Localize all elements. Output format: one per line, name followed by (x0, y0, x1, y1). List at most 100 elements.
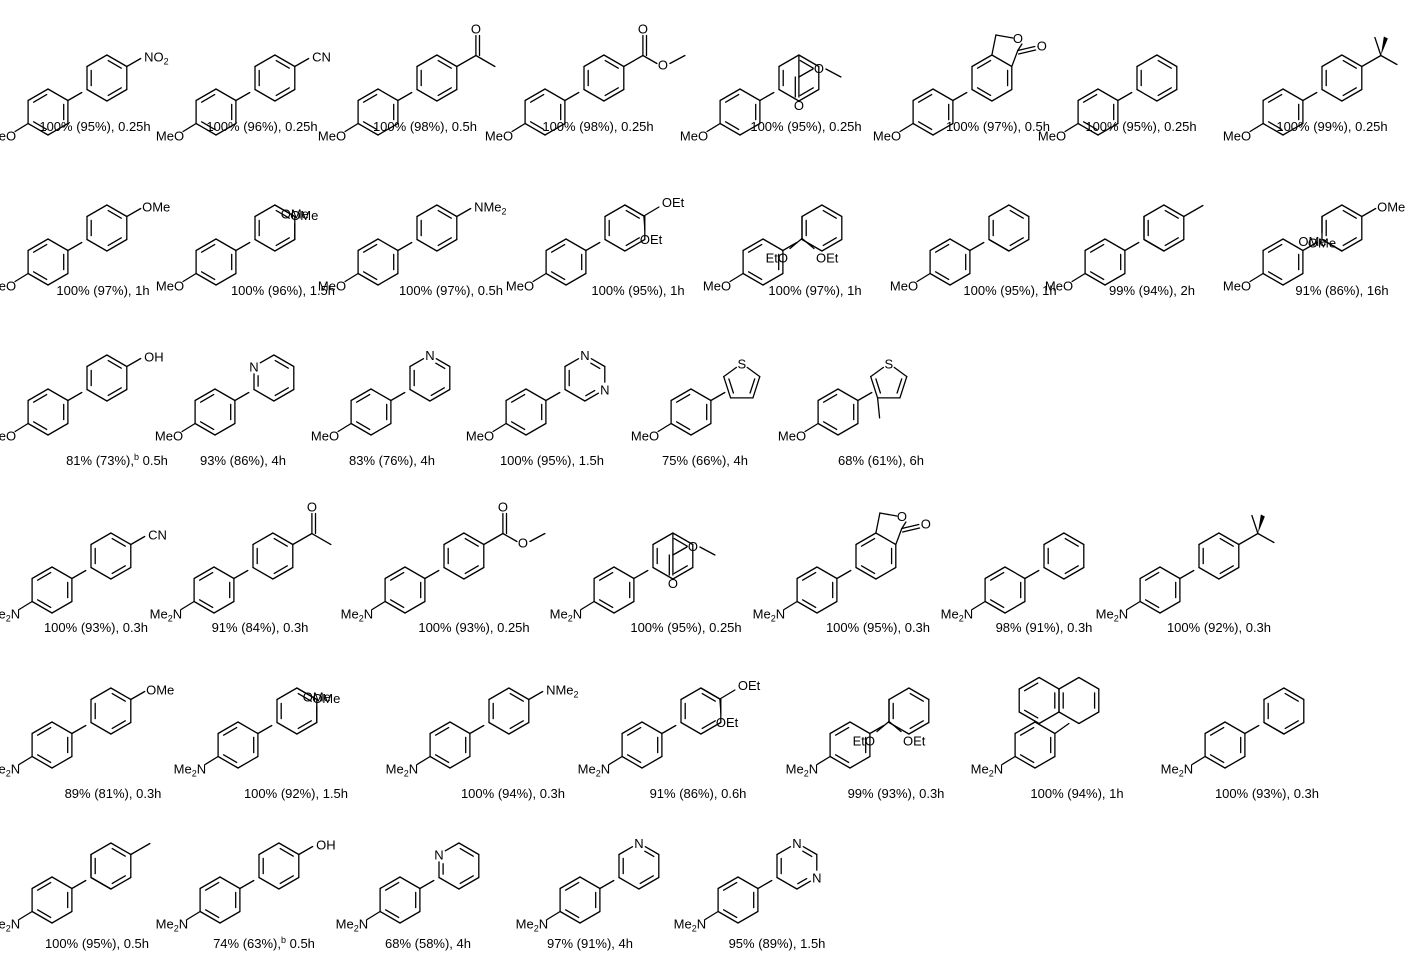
double-bond (509, 720, 524, 730)
bond (1262, 238, 1284, 252)
bond (717, 910, 739, 924)
bond (746, 366, 761, 378)
bond (86, 54, 108, 68)
bond (1043, 566, 1065, 580)
bond (215, 88, 237, 102)
bond (618, 876, 640, 890)
bond (1008, 204, 1030, 218)
double-bond (32, 271, 48, 281)
bond (817, 388, 839, 402)
donor-bond (18, 600, 33, 611)
bond (429, 755, 451, 769)
double-bond (36, 754, 52, 764)
ethoxy-label: OEt (816, 251, 839, 266)
bond (870, 375, 879, 399)
donor-bond (1249, 272, 1264, 283)
bond (272, 566, 294, 580)
bond (194, 388, 216, 402)
sulfur-label: S (737, 357, 746, 372)
bond (875, 566, 897, 580)
double-bond (625, 237, 640, 247)
bond (932, 88, 954, 102)
aryl-bond (71, 879, 87, 890)
bond (1156, 54, 1178, 68)
bond (1104, 272, 1126, 286)
bond (1018, 711, 1040, 725)
methoxy-label: OMe (312, 691, 340, 706)
double-bond (917, 93, 933, 103)
methoxy-label: OMe (1308, 236, 1336, 251)
bond (1321, 204, 1343, 218)
heteroatom-label: N (600, 383, 609, 398)
bond (90, 687, 112, 701)
bond (274, 238, 296, 252)
bond (106, 238, 128, 252)
bond (1136, 54, 1158, 68)
methoxy-label: MeO (311, 429, 339, 444)
bond (278, 876, 300, 890)
double-bond (1267, 121, 1283, 131)
dimethylamino-label: Me2N (578, 762, 610, 779)
bond (1262, 272, 1284, 286)
bond (525, 388, 547, 402)
double-bond (355, 393, 371, 403)
oxygen-label: O (897, 509, 907, 524)
double-bond (1284, 692, 1299, 702)
double-bond (917, 121, 933, 131)
bond (971, 88, 993, 102)
double-bond (510, 393, 526, 403)
double-bond (701, 692, 716, 702)
bond (1156, 88, 1178, 102)
methoxy-label: MeO (703, 279, 731, 294)
methoxy-label: MeO (1038, 129, 1066, 144)
bond (110, 566, 132, 580)
donor-bond (916, 272, 931, 283)
double-bond (107, 387, 122, 397)
oxygen-label: O (921, 517, 931, 532)
yield-caption: 100% (96%), 1.5h (231, 283, 335, 298)
bond (545, 238, 567, 252)
bond (31, 721, 53, 735)
methoxy-label: MeO (318, 129, 346, 144)
methoxy-label: MeO (0, 279, 16, 294)
bond (458, 876, 480, 890)
heteroatom-label: N (634, 836, 643, 851)
double-bond (1209, 754, 1225, 764)
bond (643, 206, 660, 217)
bond (870, 366, 885, 378)
bond (273, 354, 295, 368)
donor-bond (704, 910, 719, 921)
dimethylamino-label: Me2N (753, 607, 785, 624)
yield-caption: 97% (91%), 4h (547, 936, 633, 951)
bond (1063, 532, 1085, 546)
bond (789, 237, 803, 250)
hydroxy-label: OH (316, 838, 336, 853)
double-bond (36, 726, 52, 736)
dimethylamino-label: Me2N (786, 762, 818, 779)
methoxy-label: OMe (1298, 234, 1326, 249)
bond (213, 600, 235, 614)
bond (1263, 687, 1285, 701)
double-bond (273, 565, 288, 575)
yield-caption: 100% (95%), 0.3h (826, 620, 930, 635)
yield-caption: 89% (81%), 0.3h (65, 786, 162, 801)
bond (1224, 755, 1246, 769)
hydroxy-label: OH (144, 350, 164, 365)
bond (193, 566, 215, 580)
methoxy-label: MeO (778, 429, 806, 444)
yield-caption: 81% (73%),b 0.5h (66, 452, 168, 468)
bond (379, 876, 401, 890)
heteroatom-label: N (812, 871, 821, 886)
donor-bond (608, 755, 623, 766)
methyl-bond (1374, 36, 1382, 57)
